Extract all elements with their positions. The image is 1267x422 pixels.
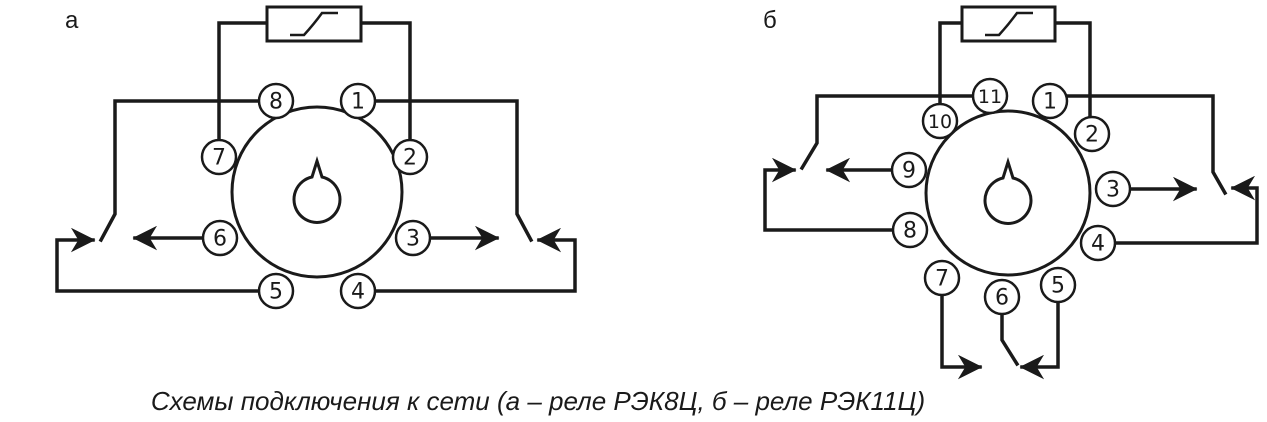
svg-text:1: 1: [1043, 90, 1057, 115]
pin-b-1: 1: [1031, 82, 1069, 120]
svg-text:5: 5: [1051, 274, 1065, 299]
svg-text:5: 5: [269, 280, 283, 305]
svg-text:1: 1: [351, 90, 365, 115]
coil-wire-b: [938, 21, 1092, 120]
pin-a-1: 1: [339, 82, 377, 120]
pin-b-2: 2: [1073, 115, 1111, 153]
pin-b-4: 4: [1079, 224, 1117, 262]
pin-a-5: 5: [257, 272, 295, 310]
wire-a-1-right-switch: [373, 99, 534, 243]
pin-b-10: 10: [921, 102, 959, 140]
pin-b-6: 6: [983, 278, 1021, 316]
pin-a-6: 6: [201, 219, 239, 257]
pin-a-7: 7: [200, 138, 238, 176]
pin-b-3: 3: [1094, 170, 1132, 208]
svg-text:9: 9: [902, 159, 916, 184]
relay-b-body: [924, 109, 1092, 277]
wire-a-8-left-switch: [98, 99, 261, 243]
label-a: а: [65, 7, 79, 34]
relay-b-diagram: б 1 2 3 4 5 6 7 8 9 10 11: [763, 5, 1259, 380]
wire-b-5-bottom: [1019, 300, 1060, 380]
pin-a-8: 8: [257, 82, 295, 120]
svg-text:3: 3: [1106, 178, 1120, 203]
pin-b-7: 7: [923, 259, 961, 297]
pin-b-5: 5: [1039, 266, 1077, 304]
figure-caption: Схемы подключения к сети (а – реле РЭК8Ц…: [150, 386, 926, 416]
coil-a: [265, 5, 363, 43]
svg-text:11: 11: [978, 86, 1002, 108]
svg-text:8: 8: [903, 219, 917, 244]
svg-text:7: 7: [212, 146, 226, 171]
label-b: б: [763, 7, 777, 34]
keyhole-a: [292, 155, 342, 224]
pin-a-4: 4: [339, 272, 377, 310]
svg-text:7: 7: [935, 267, 949, 292]
pin-b-11: 11: [971, 77, 1009, 115]
svg-text:10: 10: [928, 111, 952, 133]
wire-a-4-right-loop: [373, 227, 577, 293]
pin-a-2: 2: [391, 138, 429, 176]
wire-b-4-right-loop: [1113, 175, 1259, 245]
wire-b-8-left-loop: [763, 157, 895, 232]
wire-b-7-bottom: [940, 293, 983, 380]
relay-a-body: [230, 105, 404, 279]
relay-a-diagram: а 1 2 3 4 5 6 7 8: [55, 5, 577, 310]
wire-a-5-left-loop: [55, 227, 261, 293]
svg-text:4: 4: [351, 280, 365, 305]
svg-text:8: 8: [269, 90, 283, 115]
pin-b-8: 8: [891, 211, 929, 249]
svg-text:3: 3: [406, 227, 420, 252]
coil-b: [960, 5, 1057, 43]
wire-b-11-left-switch: [799, 94, 975, 171]
pin-a-3: 3: [394, 219, 432, 257]
wire-b-1-right-switch: [1065, 94, 1228, 196]
pin-b-9: 9: [890, 151, 928, 189]
svg-text:2: 2: [1085, 123, 1099, 148]
wire-b-6-switch: [1000, 311, 1020, 367]
svg-text:6: 6: [213, 227, 227, 252]
keyhole-b: [983, 156, 1033, 225]
svg-text:6: 6: [995, 286, 1009, 311]
svg-text:2: 2: [403, 146, 417, 171]
svg-text:4: 4: [1091, 232, 1105, 257]
